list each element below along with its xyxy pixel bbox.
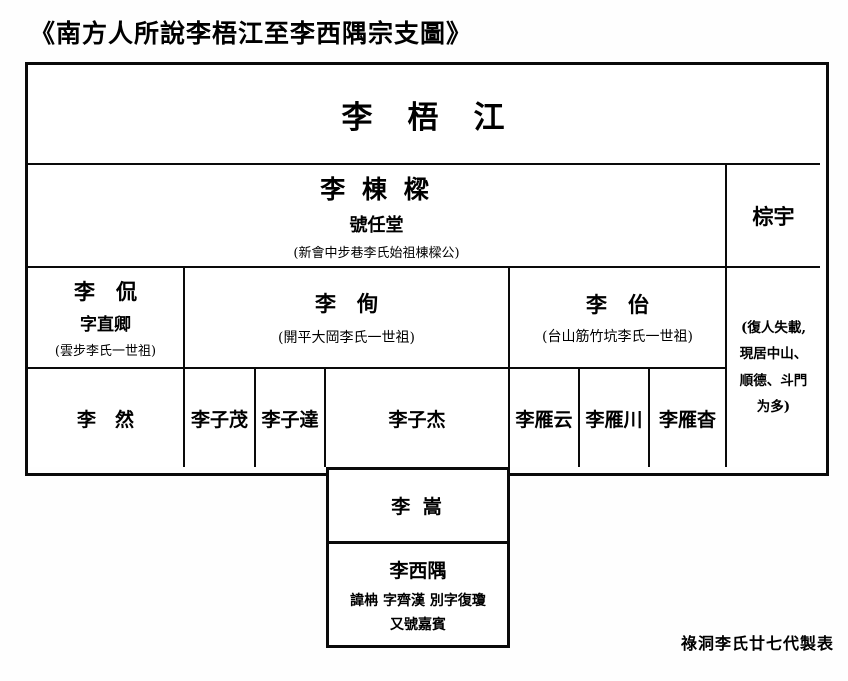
- node-li-zida-name: 李子達: [261, 408, 319, 431]
- node-zongyu: 棕宇: [727, 165, 820, 268]
- node-li-xun: 李 侚 (開平大岡李氏一世祖): [185, 268, 510, 369]
- lost-note-line-4: 为多): [756, 398, 791, 415]
- node-li-ran: 李 然: [28, 369, 185, 467]
- node-li-kan-origin-note: (雲步李氏一世祖): [54, 344, 157, 359]
- lost-note-line-3: 順德、斗門: [739, 372, 808, 389]
- node-li-ran-name: 李 然: [76, 408, 134, 431]
- node-li-dongliang: 李 棟 樑 號任堂 (新會中步巷李氏始祖棟樑公): [28, 165, 727, 268]
- node-li-zijie: 李子杰: [326, 369, 510, 467]
- node-li-dongliang-name: 李 棟 樑: [320, 175, 433, 204]
- node-li-xiyu-alias-note: 又號嘉賓: [390, 616, 446, 633]
- family-tree-grid: 李 梧 江 李 棟 樑 號任堂 (新會中步巷李氏始祖棟樑公) 棕宇 李 侃 字直…: [25, 62, 829, 476]
- node-li-zida: 李子達: [256, 369, 326, 467]
- node-li-kan: 李 侃 字直卿 (雲步李氏一世祖): [28, 268, 185, 369]
- node-li-yanyao: 李雁杳: [650, 369, 727, 467]
- node-li-xun-origin-note: (開平大岡李氏一世祖): [278, 330, 415, 346]
- node-li-song-name: 李 嵩: [391, 496, 445, 518]
- node-li-wujiang: 李 梧 江: [28, 65, 820, 165]
- lost-descendants-note: (復人失載, 現居中山、 順德、斗門 为多): [727, 268, 820, 467]
- node-li-zimao: 李子茂: [185, 369, 256, 467]
- node-li-yi: 李 佁 (台山筋竹坑李氏一世祖): [510, 268, 727, 369]
- node-li-yanyao-name: 李雁杳: [658, 408, 716, 431]
- node-li-kan-courtesy-name: 字直卿: [80, 315, 131, 335]
- node-li-zimao-name: 李子茂: [190, 408, 248, 431]
- lost-note-line-1: (復人失載,: [740, 319, 807, 336]
- node-li-yanchuan: 李雁川: [580, 369, 650, 467]
- node-li-xiyu-name: 李西隅: [389, 559, 447, 582]
- node-li-yanchuan-name: 李雁川: [585, 408, 643, 431]
- page-title: 《南方人所說李梧江至李西隅宗支圖》: [30, 19, 473, 48]
- lost-note-line-2: 現居中山、: [739, 346, 808, 363]
- node-li-xiyu: 李西隅 諱柟 字齊漢 別字復瓊 又號嘉賓: [326, 541, 510, 648]
- node-li-kan-name: 李 侃: [74, 279, 137, 304]
- node-li-yanyun-name: 李雁云: [515, 408, 573, 431]
- node-li-yi-origin-note: (台山筋竹坑李氏一世祖): [542, 329, 693, 345]
- node-li-yanyun: 李雁云: [510, 369, 580, 467]
- node-li-wujiang-name: 李 梧 江: [341, 99, 507, 136]
- node-li-dongliang-alias: 號任堂: [349, 215, 404, 236]
- node-li-yi-name: 李 佁: [586, 292, 649, 317]
- node-li-song: 李 嵩: [326, 467, 510, 544]
- node-li-xiyu-styles-note: 諱柟 字齊漢 別字復瓊: [350, 592, 486, 609]
- node-li-xun-name: 李 侚: [315, 291, 378, 316]
- node-zongyu-name: 棕宇: [752, 203, 795, 229]
- node-li-zijie-name: 李子杰: [388, 408, 446, 431]
- compiler-footnote: 祿洞李氏廿七代製表: [680, 634, 834, 653]
- node-li-dongliang-origin-note: (新會中步巷李氏始祖棟樑公): [293, 246, 460, 261]
